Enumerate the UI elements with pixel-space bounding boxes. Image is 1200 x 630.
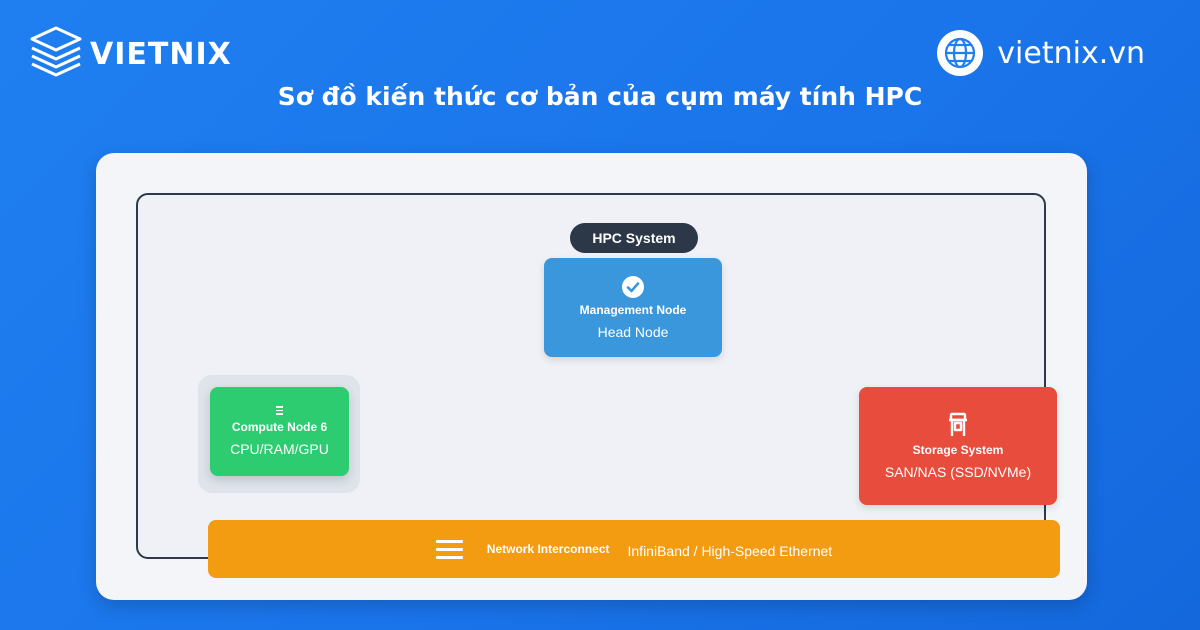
compute-node-name: Compute Node 6 xyxy=(231,419,328,434)
site-link: vietnix.vn xyxy=(937,30,1145,76)
menu-icon xyxy=(435,539,463,559)
storage-system-name: Storage System xyxy=(912,443,1004,457)
network-interconnect-bar: Network Interconnect InfiniBand / High-S… xyxy=(208,520,1060,578)
brand-name: VIETNIX xyxy=(90,36,232,72)
check-circle-icon xyxy=(622,275,644,298)
vietnix-logo: VIETNIX xyxy=(28,24,232,84)
network-interconnect-sub: InfiniBand / High-Speed Ethernet xyxy=(627,543,833,559)
storage-system-node: Storage System SAN/NAS (SSD/NVMe) xyxy=(859,387,1057,505)
storage-icon xyxy=(949,412,967,436)
compute-node-sub: CPU/RAM/GPU xyxy=(230,440,329,457)
compute-node: Compute Node 6 CPU/RAM/GPU xyxy=(210,387,349,476)
network-interconnect-name: Network Interconnect xyxy=(486,542,610,556)
management-node: Management Node Head Node xyxy=(544,258,722,357)
globe-icon xyxy=(937,30,984,76)
menu-icon xyxy=(276,406,283,415)
site-url: vietnix.vn xyxy=(997,35,1145,71)
management-node-name: Management Node xyxy=(579,302,687,317)
management-node-sub: Head Node xyxy=(597,323,669,340)
page-title: Sơ đồ kiến thức cơ bản của cụm máy tính … xyxy=(277,82,923,111)
hpc-system-label: HPC System xyxy=(570,223,698,253)
storage-system-sub: SAN/NAS (SSD/NVMe) xyxy=(884,464,1032,480)
stacked-servers-logo-icon xyxy=(30,26,82,77)
hpc-system-frame: HPC System Management Node Head Node Com… xyxy=(136,193,1060,578)
diagram-panel: HPC System Management Node Head Node Com… xyxy=(96,153,1087,600)
